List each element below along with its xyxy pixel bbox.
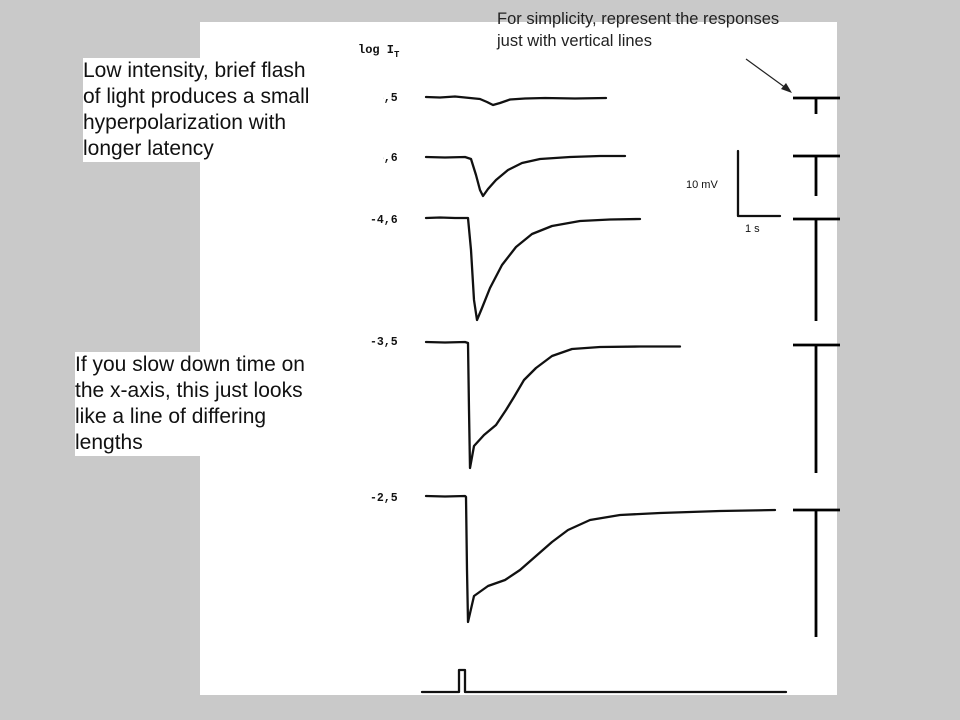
intensity-label-3-5: -3,5 <box>370 336 398 349</box>
simplification-note: For simplicity, represent the responses … <box>497 10 780 50</box>
simplified-bar-2-5 <box>793 508 840 637</box>
simplified-bar-4-6 <box>793 217 840 321</box>
trace-5-6 <box>424 154 627 198</box>
annotation-arrow <box>745 58 792 93</box>
trace-4-6 <box>424 216 642 322</box>
slow-time-note: If you slow down time on the x-axis, thi… <box>75 352 375 456</box>
intensity-label-4-6: -4,6 <box>370 214 398 227</box>
trace-6-5 <box>424 95 608 107</box>
axis-title: log IT <box>358 43 400 60</box>
scale-voltage-label: 10 mV <box>686 179 718 191</box>
low-intensity-note: Low intensity, brief flash of light prod… <box>83 58 383 162</box>
trace-3-5 <box>424 340 682 470</box>
scale-time-label: 1 s <box>745 223 760 235</box>
intensity-label-2-5: -2,5 <box>370 492 398 505</box>
stimulus-trace <box>420 668 788 694</box>
scale-bar <box>736 149 782 218</box>
simplified-bar-6-5 <box>793 96 840 114</box>
trace-2-5 <box>424 494 777 624</box>
simplified-bar-5-6 <box>793 154 840 196</box>
simplified-bar-3-5 <box>793 343 840 473</box>
